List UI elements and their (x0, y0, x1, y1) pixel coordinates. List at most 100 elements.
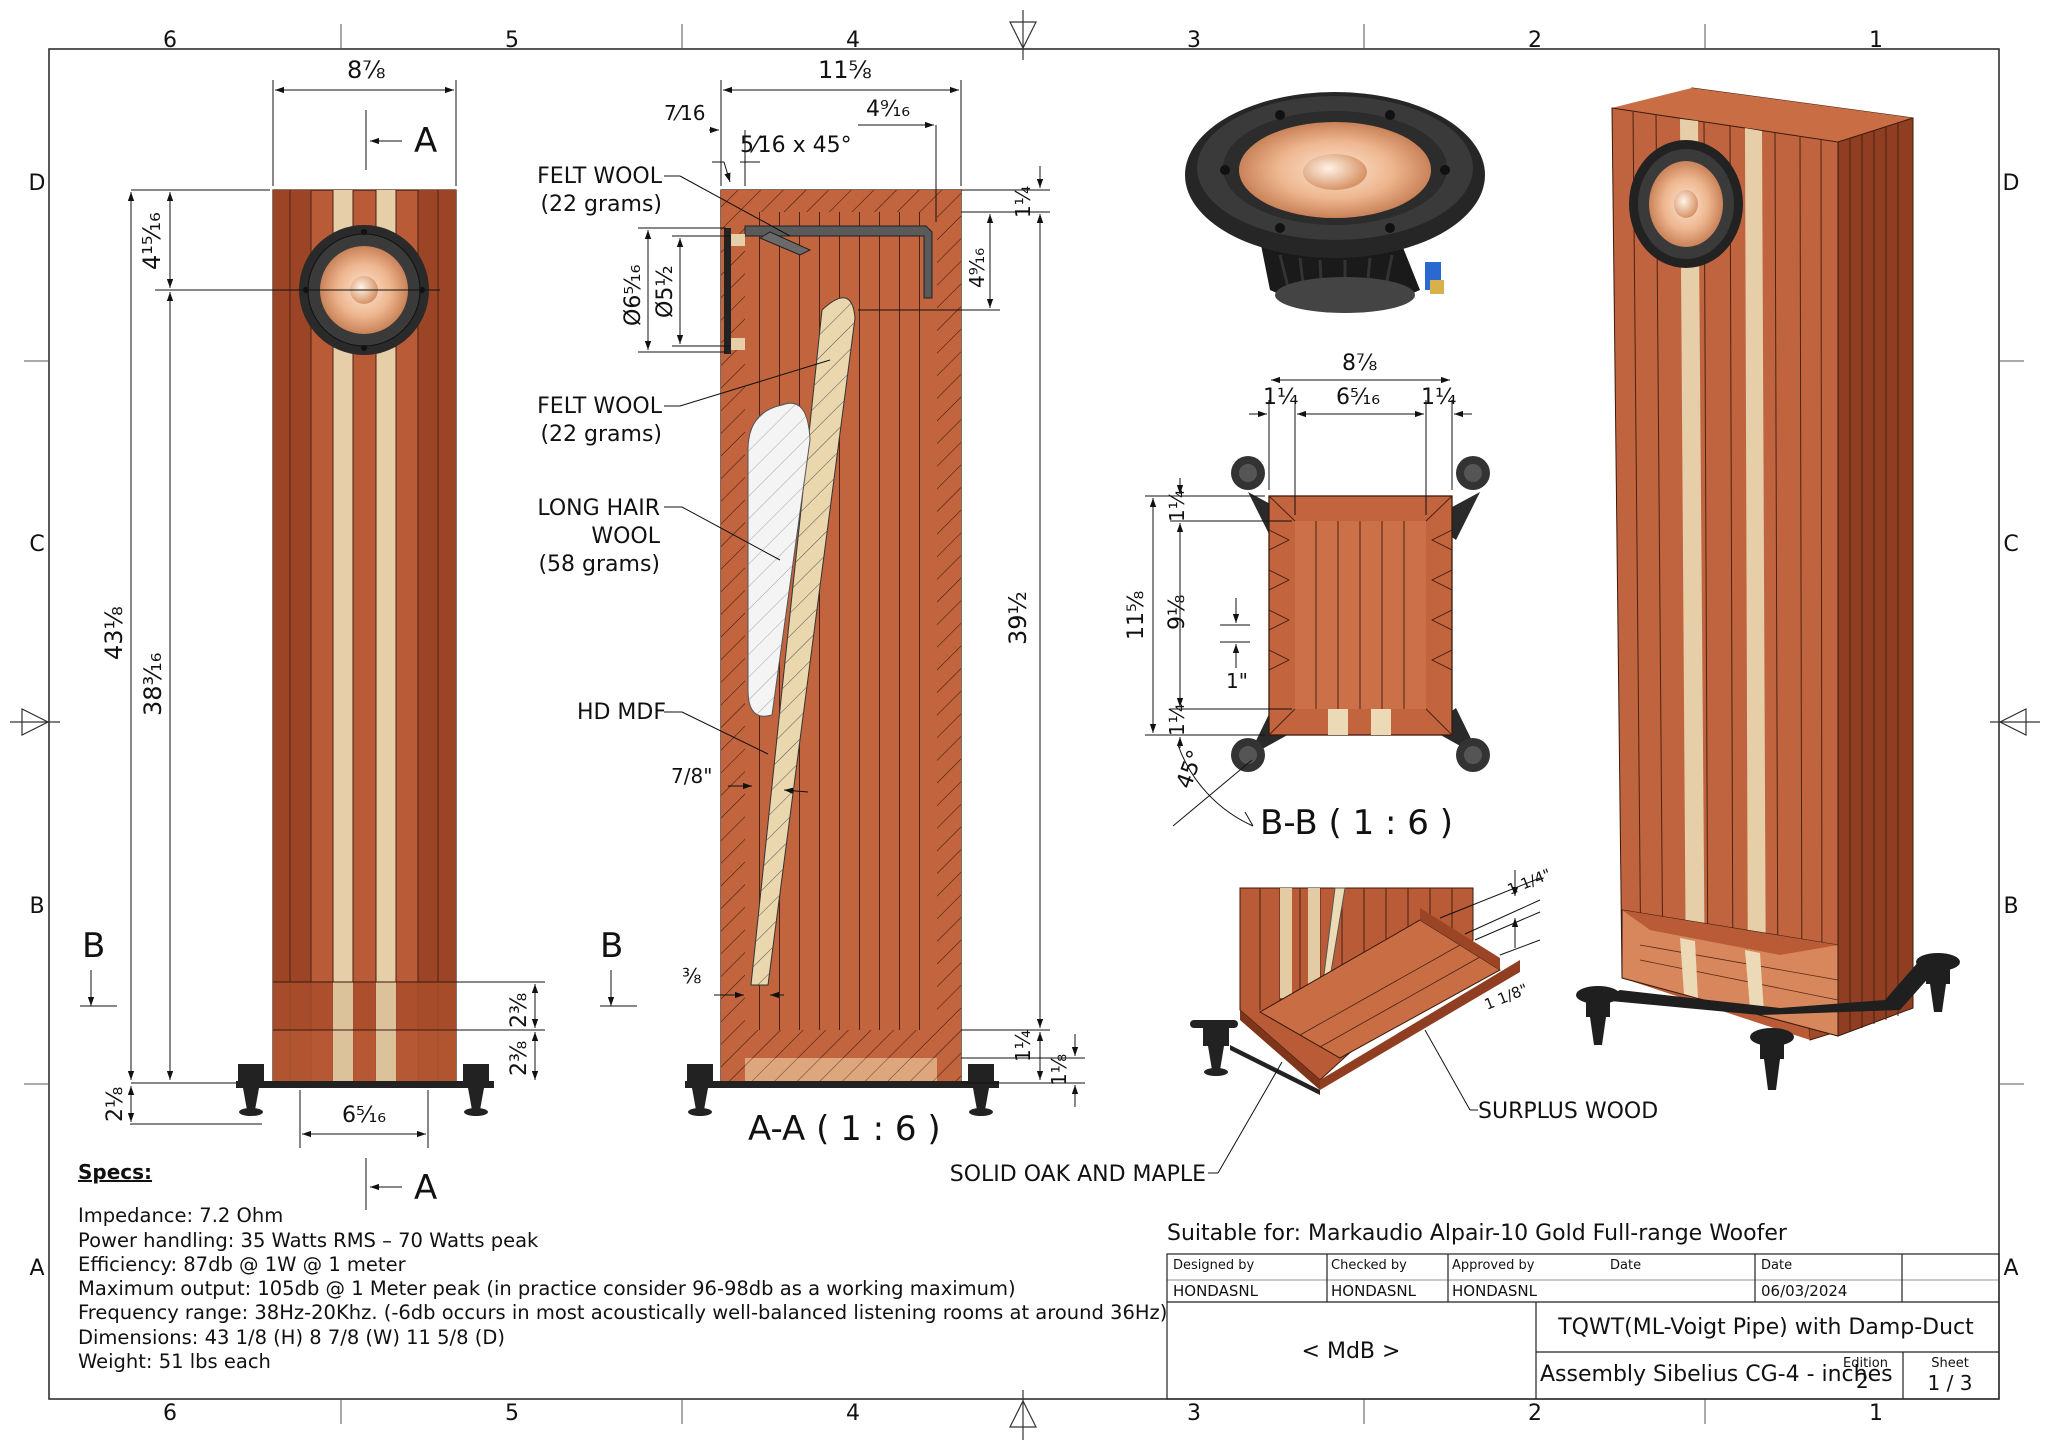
label-long-hair-wool: LONG HAIR (537, 496, 660, 521)
edition-label: Edition (1843, 1356, 1888, 1371)
col-label: 3 (1187, 1401, 1201, 1426)
label-long-hair-wool: (58 grams) (538, 552, 660, 577)
row-label: B (2003, 894, 2018, 919)
cabinet-3d-feet (1576, 953, 1960, 1090)
approved-by: HONDASNL (1452, 1282, 1538, 1300)
bb-dim-inner-width: 6⁵⁄₁₆ (1336, 385, 1380, 410)
bb-dim-wall-bottom: 1¼ (1165, 704, 1189, 736)
bb-dim-inner-depth: 9⅛ (1165, 595, 1190, 630)
col-label: 3 (1187, 28, 1201, 53)
designed-by: HONDASNL (1173, 1282, 1259, 1300)
spec-line: Frequency range: 38Hz-20Khz. (-6db occur… (78, 1301, 1168, 1325)
date-label: Date (1761, 1258, 1792, 1273)
spec-line: Maximum output: 105db @ 1 Meter peak (in… (78, 1277, 1016, 1301)
section-bb-view: 8⅞ 1¼ 6⁵⁄₁₆ 1¼ 11⅝ 9⅛ 1¼ 1¼ 1" 45° B-B (… (1124, 351, 1490, 843)
row-label: A (2003, 1256, 2018, 1281)
checked-by-label: Checked by (1331, 1258, 1407, 1273)
label-long-hair-wool: WOOL (591, 524, 660, 549)
baffle-flange (724, 228, 745, 354)
spec-line: Impedance: 7.2 Ohm (78, 1204, 284, 1228)
dim-foot-height: 2⅛ (103, 1087, 128, 1122)
dim-inner-dia: Ø5½ (653, 265, 678, 318)
spec-line: Dimensions: 43 1/8 (H) 8 7/8 (W) 11 5/8 … (78, 1325, 505, 1349)
sheet-label: Sheet (1931, 1356, 1969, 1371)
dim-wall: 7⁄16 (664, 101, 706, 125)
felt-wool-top (744, 225, 933, 299)
bb-dim-wall-top: 1¼ (1165, 490, 1189, 522)
bb-dim-width: 8⅞ (1342, 351, 1377, 376)
section-bb-title: B-B ( 1 : 6 ) (1260, 803, 1453, 843)
section-a-label: A (414, 121, 437, 161)
hd-mdf-board (750, 297, 856, 986)
dim-height: 39½ (1004, 591, 1032, 645)
col-label: 2 (1528, 1401, 1542, 1426)
dim-board-tip: ⅜ (682, 964, 701, 988)
checked-by: HONDASNL (1331, 1282, 1417, 1300)
col-label: 1 (1869, 28, 1883, 53)
designed-by-label: Designed by (1173, 1258, 1255, 1273)
col-label: 4 (846, 1401, 860, 1426)
dim-bottom: 1¼ (1011, 1030, 1035, 1062)
bb-dim-angle: 45° (1172, 747, 1209, 792)
approved-by-label: Approved by (1452, 1258, 1535, 1273)
bb-dim-depth: 11⅝ (1124, 591, 1149, 640)
dim-baffle-drop: 4⁹⁄₁₆ (965, 248, 989, 288)
driver-illustration (1185, 92, 1485, 313)
col-label: 5 (505, 28, 519, 53)
bb-dim-slot: 1" (1226, 669, 1248, 693)
col-label: 6 (163, 28, 177, 53)
dim-base-band: 2⅜ (507, 993, 532, 1028)
row-label: D (2003, 171, 2020, 196)
dim-total-height: 43⅛ (100, 606, 128, 660)
col-label: 4 (846, 28, 860, 53)
detail-cutaway: 1 1/4" 1 1/8" SURPLUS WOOD SOLID OAK AND… (950, 865, 1658, 1187)
dim-depth: 11⅝ (818, 56, 872, 84)
label-surplus-wood: SURPLUS WOOD (1478, 1099, 1658, 1124)
specs-heading: Specs: (78, 1160, 153, 1184)
col-label: 1 (1869, 1401, 1883, 1426)
dim-board-thickness: 7/8" (671, 764, 712, 788)
spec-line: Weight: 51 lbs each (78, 1350, 271, 1374)
section-aa-view: 11⅝ 7⁄16 5⁄16 x 45° 4⁹⁄₁₆ 1¼ 4⁹⁄₁₆ Ø6⁵⁄₁… (537, 56, 1085, 1149)
label-felt-wool-mid: (22 grams) (540, 422, 662, 447)
col-label: 6 (163, 1401, 177, 1426)
front-feet (236, 1064, 494, 1116)
section-aa-feet (685, 1064, 999, 1116)
specs-block: Specs: Impedance: 7.2 Ohm Power handling… (78, 1160, 1168, 1374)
date-label: Date (1610, 1258, 1641, 1273)
section-a-label: A (414, 1168, 437, 1208)
dim-foot-spacing: 6⁵⁄₁₆ (342, 1103, 386, 1128)
dim-cabinet-height: 38³⁄₁₆ (139, 653, 167, 716)
col-label: 2 (1528, 28, 1542, 53)
section-b-label: B (82, 926, 105, 966)
row-label: C (2003, 532, 2018, 557)
dim-top: 1¼ (1011, 186, 1035, 218)
row-label: A (29, 1256, 44, 1281)
bb-dim-wall-right: 1¼ (1421, 385, 1456, 410)
dim-front-width: 8⅞ (347, 56, 386, 84)
front-view: 8⅞ A A B 4¹⁵⁄₁₆ 43⅛ 38³⁄₁₆ 2⅜ 2⅜ 2⅛ 6⁵⁄₁… (80, 56, 545, 1210)
sheet-value: 1 / 3 (1928, 1371, 1973, 1395)
label-felt-wool-top: FELT WOOL (537, 164, 663, 189)
edition-value: 2 (1856, 1369, 1869, 1393)
row-label: C (29, 532, 44, 557)
label-felt-wool-top: (22 grams) (540, 192, 662, 217)
label-solid-oak: SOLID OAK AND MAPLE (950, 1162, 1206, 1187)
section-b-label: B (600, 926, 623, 966)
bb-dim-wall-left: 1¼ (1263, 385, 1298, 410)
dim-bottom: 1⅛ (1047, 1054, 1071, 1086)
drawing-frame: 6 5 4 3 2 1 6 5 4 3 2 1 D C B A D C B A (10, 10, 2040, 1440)
label-hd-mdf: HD MDF (577, 700, 666, 725)
dim-chamfer: 5⁄16 x 45° (740, 133, 852, 158)
date-value: 06/03/2024 (1761, 1282, 1847, 1300)
suitable-for: Suitable for: Markaudio Alpair-10 Gold F… (1167, 1221, 1788, 1246)
label-felt-wool-mid: FELT WOOL (537, 394, 663, 419)
detail-dim-upper: 1 1/4" (1505, 865, 1554, 899)
drawing-title: TQWT(ML-Voigt Pipe) with Damp-Duct (1557, 1315, 1974, 1340)
detail-feet (1190, 1020, 1320, 1095)
spec-line: Efficiency: 87db @ 1W @ 1 meter (78, 1252, 406, 1276)
company: < MdB > (1302, 1339, 1401, 1364)
row-label: B (29, 894, 44, 919)
dim-outer-dia: Ø6⁵⁄₁₆ (621, 264, 646, 326)
